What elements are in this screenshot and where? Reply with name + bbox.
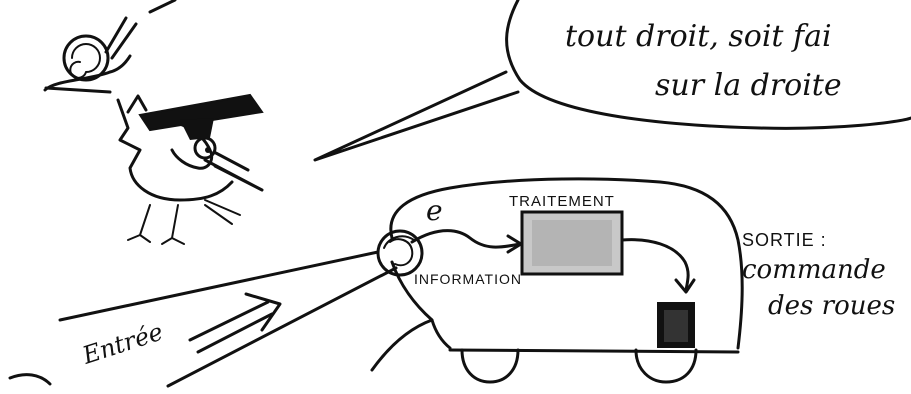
- speech-bubble-line2: sur la droite: [655, 68, 842, 103]
- output-box-icon: [657, 302, 695, 348]
- sensor-eye-icon: [378, 231, 422, 275]
- stroke-fragment-bottom: [10, 375, 50, 384]
- arrow-icon: [190, 294, 280, 352]
- output-arrowhead: [676, 280, 694, 292]
- information-label: INFORMATION: [414, 271, 522, 287]
- beam-line-upper: [60, 252, 378, 320]
- signal-e-label: e: [426, 194, 443, 227]
- graduation-cap-icon: [140, 95, 262, 140]
- speech-bubble: tout droit, soit fai sur la droite: [315, 0, 911, 160]
- entree-label: Entrée: [78, 318, 166, 370]
- beam-line-lower: [168, 268, 396, 386]
- snail-icon: [45, 18, 136, 92]
- sortie-label: SORTIE :: [742, 230, 827, 250]
- input-arrow-path: [412, 231, 520, 247]
- wheel-icon: [462, 350, 696, 382]
- sortie-command-label: commande: [742, 255, 886, 285]
- speech-bubble-line1: tout droit, soit fai: [565, 19, 832, 54]
- stroke-fragment: [150, 0, 175, 12]
- traitement-label: TRAITEMENT: [509, 193, 615, 210]
- sortie-wheels-label: des roues: [768, 291, 895, 321]
- processing-box-icon: [522, 212, 622, 274]
